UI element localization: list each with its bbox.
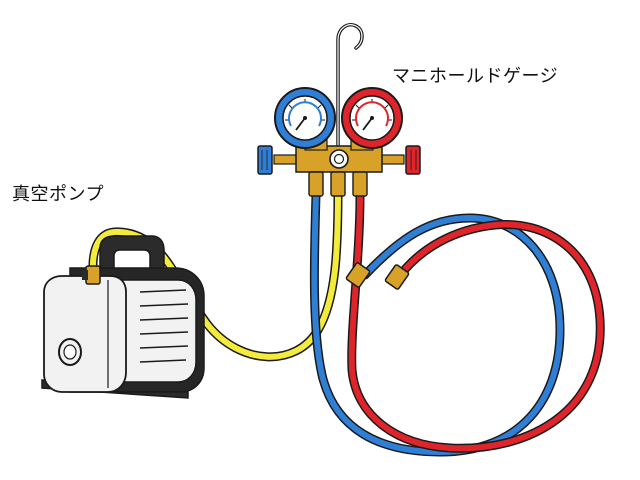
manifold-gauge-label: マニホールドゲージ — [392, 66, 559, 87]
hoses — [88, 185, 605, 457]
low-pressure-gauge — [274, 87, 336, 149]
high-pressure-gauge — [341, 87, 403, 149]
pump-housing — [43, 275, 127, 393]
red-valve-knob — [381, 145, 421, 175]
manifold-port-fittings — [308, 171, 368, 197]
vacuum-pump-label: 真空ポンプ — [12, 184, 104, 205]
blue-hose-end-fitting — [345, 262, 371, 288]
red-hose-end-fitting — [384, 264, 410, 290]
low-gauge-needle — [295, 117, 306, 131]
pump-inlet-fitting — [82, 265, 101, 285]
blue-valve-knob — [257, 145, 297, 175]
pump-handle — [99, 235, 165, 273]
high-gauge-needle — [362, 117, 373, 131]
pump-vents — [139, 289, 189, 363]
vacuum-pump — [41, 235, 205, 399]
manifold-gauge-set — [257, 23, 421, 197]
